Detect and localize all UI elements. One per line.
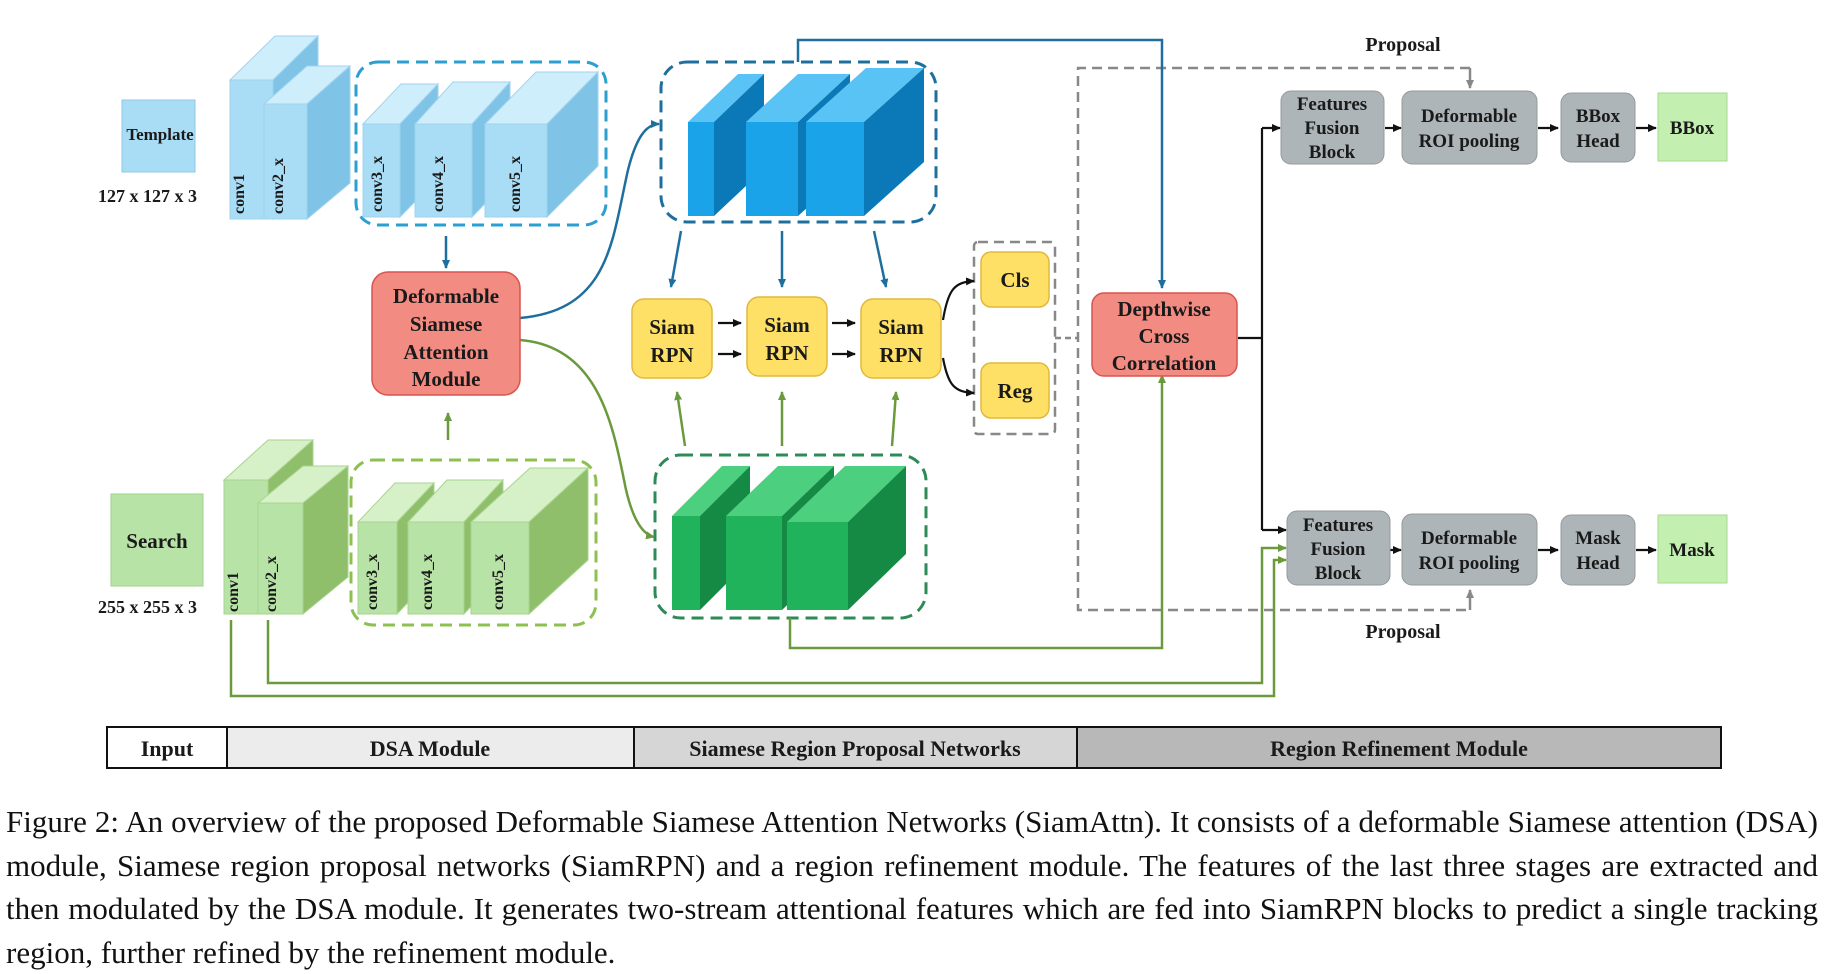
conv2-skip-to-fusion (266, 544, 1287, 685)
search-input-box (110, 493, 204, 587)
search-conv-group (349, 458, 598, 627)
fusion-bottom-line-2: Fusion (1311, 539, 1366, 560)
template-conv2-label: conv2_x (270, 158, 287, 214)
template-attn-feature-group (659, 60, 938, 224)
search-attn-feature-3 (787, 466, 906, 610)
template-conv2-block: conv2_x (262, 64, 352, 221)
dsa-line-3: Attention (403, 340, 488, 364)
search-label: Search (126, 529, 188, 553)
dsa-to-template-features (519, 120, 660, 320)
features-fusion-block-bottom (1286, 510, 1391, 586)
dsa-line-4: Module (412, 367, 481, 391)
depthwise-cross-correlation (1091, 292, 1238, 377)
stage-bar: Input DSA Module Siamese Region Proposal… (106, 726, 1722, 769)
dsa-to-search-features (519, 338, 655, 540)
bbox-output (1657, 92, 1728, 162)
search-conv5-block: conv5_x (469, 466, 590, 616)
mask-head-line-2: Head (1576, 553, 1620, 574)
stage-rpn-label: Siamese Region Proposal Networks (689, 736, 1021, 761)
roi-top-line-2: ROI pooling (1419, 131, 1520, 152)
search-conv2-label: conv2_x (263, 556, 280, 612)
correlation-line-1: Depthwise (1117, 297, 1210, 321)
mask-output (1657, 514, 1728, 584)
siam-rpn-3-line-1: Siam (878, 315, 924, 339)
cls-head (980, 251, 1050, 308)
fusion-top-line-3: Block (1309, 142, 1356, 163)
figure-caption: Figure 2: An overview of the proposed De… (6, 804, 1818, 970)
correlation-to-branches (1238, 128, 1264, 530)
reg-label: Reg (998, 379, 1033, 403)
proposal-label-bottom: Proposal (1365, 621, 1441, 643)
bbox-output-label: BBox (1670, 118, 1715, 139)
template-conv3-label: conv3_x (369, 156, 386, 212)
dsa-module (371, 271, 521, 396)
rpn-to-cls (941, 277, 975, 321)
stage-region-refinement (1076, 726, 1722, 769)
search-size-label: 255 x 255 x 3 (98, 597, 197, 617)
bbox-head (1560, 92, 1636, 163)
template-size-label: 127 x 127 x 3 (98, 186, 197, 206)
conv1-skip-to-fusion (229, 556, 1287, 698)
stage-input-label: Input (141, 736, 194, 761)
template-feature-to-correlation (796, 38, 1166, 289)
dsa-line-2: Siamese (410, 312, 482, 336)
search-conv1-label: conv1 (225, 572, 242, 612)
mask-head-line-1: Mask (1575, 528, 1621, 549)
stage-dsa-label: DSA Module (370, 736, 491, 761)
siam-rpn-1 (631, 298, 713, 379)
template-label: Template (126, 125, 194, 144)
template-conv-group (354, 60, 608, 227)
stage-input (106, 726, 228, 769)
siam-rpn-3 (860, 298, 942, 379)
correlation-line-3: Correlation (1112, 351, 1217, 375)
template-conv1-label: conv1 (231, 174, 248, 214)
deformable-roi-pooling-top (1401, 90, 1538, 165)
fusion-bottom-line-3: Block (1315, 563, 1362, 584)
template-conv4-label: conv4_x (430, 156, 447, 212)
search-conv2-block: conv2_x (256, 464, 350, 616)
bbox-head-line-1: BBox (1576, 106, 1621, 127)
stage-dsa-module (226, 726, 635, 769)
mask-output-label: Mask (1669, 540, 1715, 561)
siam-rpn-2-line-1: Siam (764, 313, 810, 337)
search-conv4-label: conv4_x (419, 554, 436, 610)
template-attn-feature-3 (806, 68, 924, 216)
sf-to-rpn3 (890, 391, 900, 447)
tf-to-rpn3 (872, 230, 889, 288)
bbox-head-line-2: Head (1576, 131, 1620, 152)
search-conv3-label: conv3_x (364, 554, 381, 610)
correlation-line-2: Cross (1139, 324, 1190, 348)
reg-head (980, 362, 1050, 419)
tf-to-rpn1 (668, 230, 683, 288)
dsa-line-1: Deformable (393, 284, 499, 308)
cls-label: Cls (1000, 268, 1029, 292)
search-feature-to-correlation (788, 374, 1166, 650)
template-conv5-block: conv5_x (483, 70, 600, 219)
siam-rpn-2-line-2: RPN (765, 341, 808, 365)
fusion-bottom-line-1: Features (1303, 515, 1373, 536)
fusion-top-line-2: Fusion (1305, 118, 1360, 139)
fusion-top-line-1: Features (1297, 94, 1367, 115)
siam-rpn-1-line-1: Siam (649, 315, 695, 339)
template-input-box (121, 99, 196, 173)
template-attn-feature-1 (688, 74, 764, 216)
roi-top-line-1: Deformable (1421, 106, 1517, 127)
roi-bottom-line-1: Deformable (1421, 528, 1517, 549)
siam-rpn-3-line-2: RPN (879, 343, 922, 367)
search-attn-feature-1 (672, 466, 750, 610)
features-fusion-block-top (1280, 90, 1385, 165)
deformable-roi-pooling-bottom (1401, 513, 1538, 586)
mask-head (1560, 514, 1636, 586)
siam-rpn-1-line-2: RPN (650, 343, 693, 367)
stage-refinement-label: Region Refinement Module (1270, 736, 1528, 761)
architecture-diagram: Template 127 x 127 x 3 Search 255 x 255 … (98, 34, 1728, 769)
siam-rpn-2 (746, 296, 828, 377)
proposal-label-top: Proposal (1365, 34, 1441, 56)
sf-to-rpn1 (674, 391, 687, 447)
rpn-to-reg (941, 357, 975, 397)
head-group (972, 240, 1057, 436)
template-conv5-label: conv5_x (507, 156, 524, 212)
search-conv5-label: conv5_x (490, 554, 507, 610)
roi-bottom-line-2: ROI pooling (1419, 553, 1520, 574)
